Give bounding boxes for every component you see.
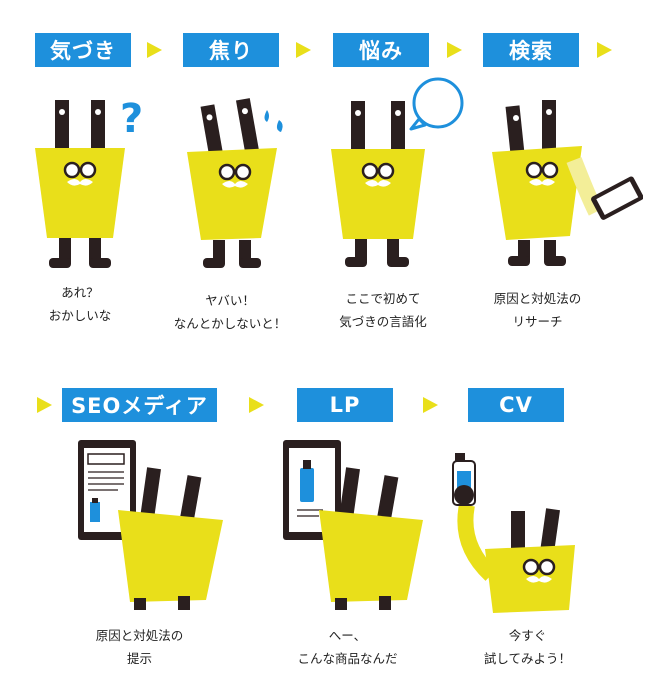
question-mark-icon: ? [120, 96, 143, 142]
caption-awareness: あれ？ おかしいな [20, 281, 140, 327]
character-search [492, 100, 643, 266]
character-cv [452, 453, 575, 613]
character-impatience [187, 98, 283, 268]
step-label-awareness: 気づき [35, 33, 131, 67]
arrow-icon [249, 397, 264, 413]
caption-line: 気づきの言語化 [339, 314, 427, 329]
caption-line: なんとかしないと！ [173, 316, 287, 331]
arrow-icon [597, 42, 612, 58]
character-seo-media [78, 440, 223, 610]
caption-line: リサーチ [512, 314, 563, 329]
caption-line: 試してみよう！ [483, 651, 572, 666]
caption-seo-media: 原因と対処法の 提示 [72, 624, 207, 670]
caption-line: ヤバい！ [205, 293, 255, 308]
caption-search: 原因と対処法の リサーチ [470, 287, 605, 333]
caption-line: ここで初めて [345, 291, 421, 306]
caption-line: へー、 [328, 628, 367, 643]
caption-lp: へー、 こんな商品なんだ [275, 624, 420, 670]
caption-line: こんな商品なんだ [297, 651, 398, 666]
character-worry [331, 77, 464, 267]
caption-line: おかしいな [48, 308, 112, 323]
smartphone-icon [591, 176, 643, 220]
step-label-lp: LP [297, 388, 393, 422]
step-label-cv: CV [468, 388, 564, 422]
step-label-seo-media: SEOメディア [62, 388, 217, 422]
spray-bottle-icon [452, 453, 476, 506]
caption-worry: ここで初めて 気づきの言語化 [318, 287, 448, 333]
step-label-worry: 悩み [333, 33, 429, 67]
arrow-icon [147, 42, 162, 58]
step-label-impatience: 焦り [183, 33, 279, 67]
caption-line: 原因と対処法の [95, 628, 184, 643]
character-awareness: ? [35, 96, 143, 268]
caption-line: 今すぐ [508, 628, 547, 643]
thought-bubble-icon [409, 77, 464, 131]
character-lp [283, 440, 423, 610]
arrow-icon [296, 42, 311, 58]
caption-line: あれ？ [61, 285, 99, 300]
arrow-icon [447, 42, 462, 58]
caption-line: 提示 [126, 651, 152, 666]
caption-line: 原因と対処法の [493, 291, 582, 306]
sweat-drop-icon [264, 110, 283, 132]
caption-impatience: ヤバい！ なんとかしないと！ [165, 289, 295, 335]
caption-cv: 今すぐ 試してみよう！ [465, 624, 590, 670]
arrow-icon [37, 397, 52, 413]
arrow-icon [423, 397, 438, 413]
step-label-search: 検索 [483, 33, 579, 67]
